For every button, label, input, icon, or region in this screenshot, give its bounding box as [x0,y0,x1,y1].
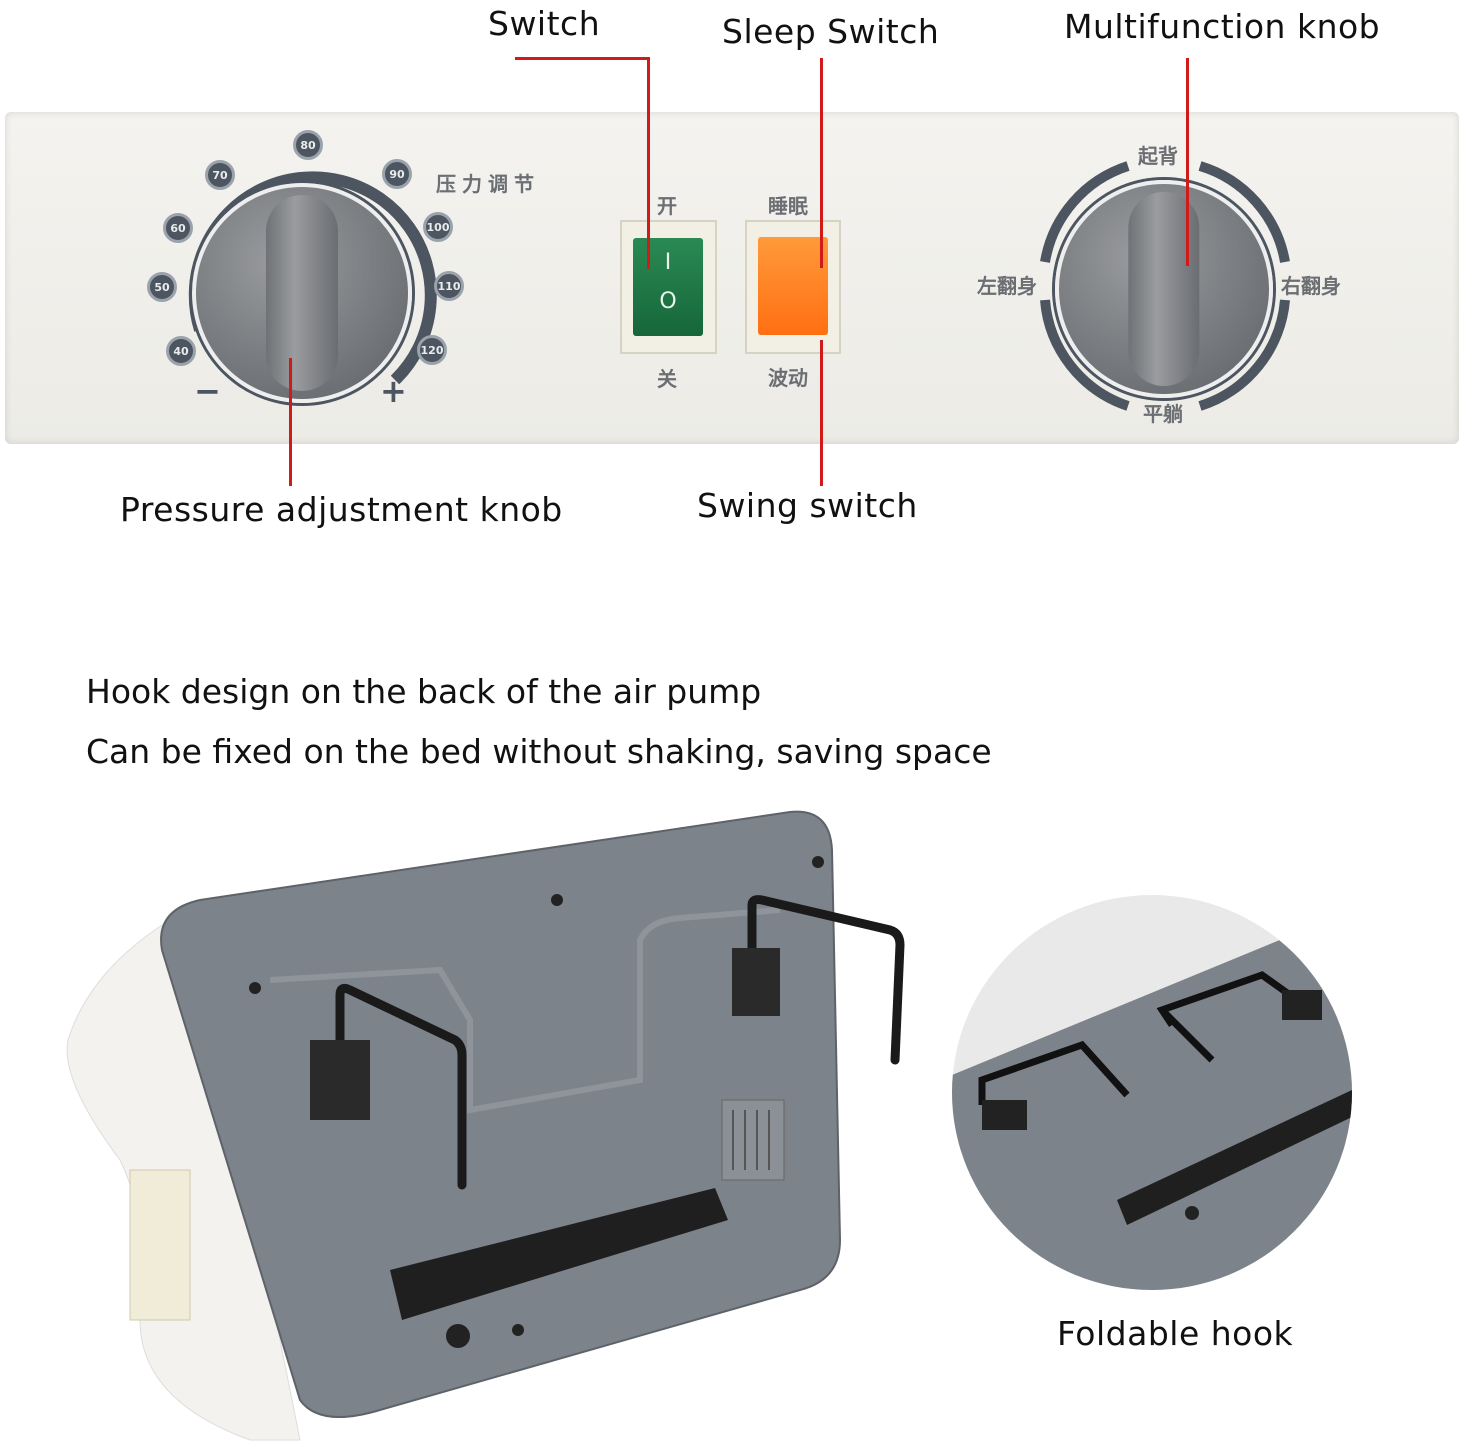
pressure-title: 压力调节 [436,172,540,196]
mode-left-label: 左翻身 [977,274,1037,298]
description-line-2: Can be fixed on the bed without shaking,… [86,732,992,771]
swing-callout-line [820,340,823,486]
pressure-tick: 80 [293,130,323,160]
pressure-tick: 110 [434,271,464,301]
switch-off-label: 关 [657,367,677,391]
multifunction-callout-line [1186,58,1189,266]
rubber-pad [390,1188,728,1320]
sleep-label: 睡眠 [768,194,808,218]
pressure-tick: 70 [205,160,235,190]
sleep-switch-frame [745,220,841,354]
power-rocker-switch[interactable]: I O [633,238,703,336]
mode-bottom-label: 平躺 [1143,402,1183,426]
pressure-adjustment-knob[interactable] [192,183,412,403]
pressure-knob-callout: Pressure adjustment knob [120,490,563,529]
sleep-rocker-switch[interactable] [758,237,828,335]
pressure-tick: 90 [382,159,412,189]
plus-label: + [380,372,407,410]
on-mark: I [664,250,672,275]
mode-top-label: 起背 [1138,144,1178,168]
hook-bracket [310,1040,370,1120]
air-pump-back-view [66,810,905,1441]
pressure-tick: 50 [147,272,177,302]
multifunction-knob[interactable] [1055,180,1273,398]
switch-on-label: 开 [657,194,677,218]
minus-label: − [194,372,221,410]
mode-scale-arcs [1040,161,1290,411]
pressure-tick: 100 [423,212,453,242]
switch-callout: Switch [488,4,601,43]
switch-callout-line [515,57,650,60]
foldable-hook-inset [952,895,1352,1290]
pressure-tick: 120 [417,335,447,365]
sleep-switch-callout: Sleep Switch [722,12,940,51]
side-connector [129,1169,191,1321]
foldable-hook-label: Foldable hook [1057,1314,1294,1353]
power-switch-frame: I O [620,220,717,354]
swing-switch-callout: Swing switch [697,486,918,525]
off-mark: O [659,289,677,314]
multifunction-knob-callout: Multifunction knob [1064,7,1381,46]
sleep-callout-line [820,58,823,268]
pressure-tick: 60 [163,213,193,243]
vent-grille [721,1099,785,1181]
foldable-hook [335,895,905,1190]
pressure-callout-line [289,358,292,486]
mode-right-label: 右翻身 [1281,274,1341,298]
hook-bracket [732,948,780,1016]
description-line-1: Hook design on the back of the air pump [86,672,762,711]
switch-callout-line [647,57,650,269]
pressure-tick: 40 [166,336,196,366]
swing-label: 波动 [768,366,808,390]
